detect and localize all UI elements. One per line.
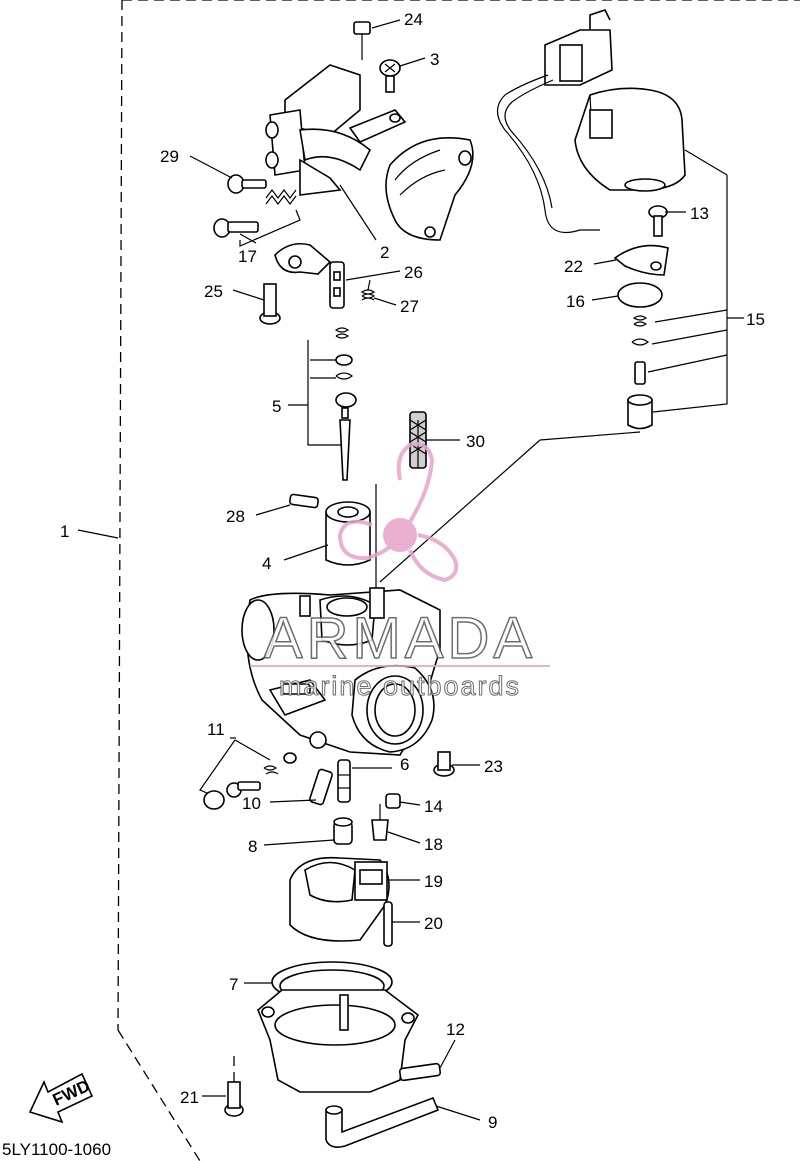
jet-needle-group-5 bbox=[307, 327, 357, 481]
callout-4: 4 bbox=[262, 554, 271, 573]
pin-20 bbox=[383, 901, 393, 947]
screw-and-spring-17 bbox=[213, 189, 301, 247]
callout-12: 12 bbox=[446, 1020, 465, 1039]
callout-24: 24 bbox=[404, 10, 423, 29]
callout-7: 7 bbox=[229, 975, 238, 994]
callout-16: 16 bbox=[566, 292, 585, 311]
callout-labels: 1 2 3 4 5 6 7 8 9 10 11 12 13 14 15 16 1… bbox=[60, 10, 765, 1132]
callout-28: 28 bbox=[226, 507, 245, 526]
callout-20: 20 bbox=[424, 914, 443, 933]
pin-28 bbox=[289, 493, 319, 509]
drain-screw-12 bbox=[398, 1062, 442, 1082]
callout-13: 13 bbox=[690, 204, 709, 223]
carburetor-body-1 bbox=[241, 420, 641, 756]
callout-27: 27 bbox=[400, 297, 419, 316]
jet-14 bbox=[385, 793, 401, 809]
screw-3 bbox=[379, 59, 401, 93]
watermark-brand: ARMADA bbox=[264, 606, 536, 671]
screw-13 bbox=[648, 205, 668, 237]
watermark-tagline: marine outboards bbox=[279, 671, 521, 701]
solenoid-assembly bbox=[496, 9, 728, 234]
throttle-valve-4 bbox=[325, 501, 371, 566]
screw-25 bbox=[259, 283, 281, 325]
propeller-hub bbox=[383, 518, 417, 552]
callout-8: 8 bbox=[248, 837, 257, 856]
plunger-group-15 bbox=[627, 175, 728, 430]
spring-27 bbox=[360, 279, 376, 301]
lever-assembly bbox=[274, 242, 345, 309]
callout-22: 22 bbox=[564, 257, 583, 276]
callout-26: 26 bbox=[404, 263, 423, 282]
float-19 bbox=[289, 856, 390, 942]
screw-29 bbox=[227, 174, 267, 194]
callout-21: 21 bbox=[180, 1088, 199, 1107]
jet-10 bbox=[309, 768, 333, 806]
callout-2: 2 bbox=[380, 243, 389, 262]
callout-5: 5 bbox=[272, 397, 281, 416]
callout-19: 19 bbox=[424, 872, 443, 891]
callout-6: 6 bbox=[400, 755, 409, 774]
jet-8 bbox=[333, 817, 353, 845]
callout-14: 14 bbox=[424, 797, 443, 816]
screw-23 bbox=[433, 751, 455, 777]
callout-15: 15 bbox=[746, 310, 765, 329]
forward-direction-arrow: FWD bbox=[28, 1072, 94, 1124]
bracket-22 bbox=[613, 244, 669, 276]
callout-30: 30 bbox=[466, 432, 485, 451]
throttle-linkage-group bbox=[265, 64, 474, 241]
callout-18: 18 bbox=[424, 835, 443, 854]
callout-10: 10 bbox=[242, 794, 261, 813]
pilot-screw-group-11 bbox=[199, 739, 297, 810]
callout-23: 23 bbox=[484, 757, 503, 776]
needle-valve-18 bbox=[371, 804, 389, 841]
main-nozzle-6 bbox=[337, 759, 392, 803]
armada-watermark: ARMADA marine outboards bbox=[250, 442, 550, 702]
assembly-boundary bbox=[117, 0, 800, 1161]
hose-9 bbox=[325, 1096, 440, 1148]
o-ring-16 bbox=[617, 282, 663, 308]
float-bowl bbox=[257, 989, 420, 1093]
callout-9: 9 bbox=[488, 1113, 497, 1132]
propeller-logo-icon bbox=[337, 442, 459, 583]
callout-1: 1 bbox=[60, 522, 69, 541]
diagram-code: 5LY1100-1060 bbox=[2, 1140, 111, 1159]
screw-21 bbox=[224, 1050, 244, 1117]
callout-leaders bbox=[77, 19, 744, 1121]
callout-11: 11 bbox=[207, 720, 225, 739]
callout-3: 3 bbox=[430, 50, 439, 69]
callout-17: 17 bbox=[238, 247, 257, 266]
screw-24 bbox=[353, 21, 371, 60]
callout-25: 25 bbox=[204, 282, 223, 301]
callout-29: 29 bbox=[160, 147, 179, 166]
